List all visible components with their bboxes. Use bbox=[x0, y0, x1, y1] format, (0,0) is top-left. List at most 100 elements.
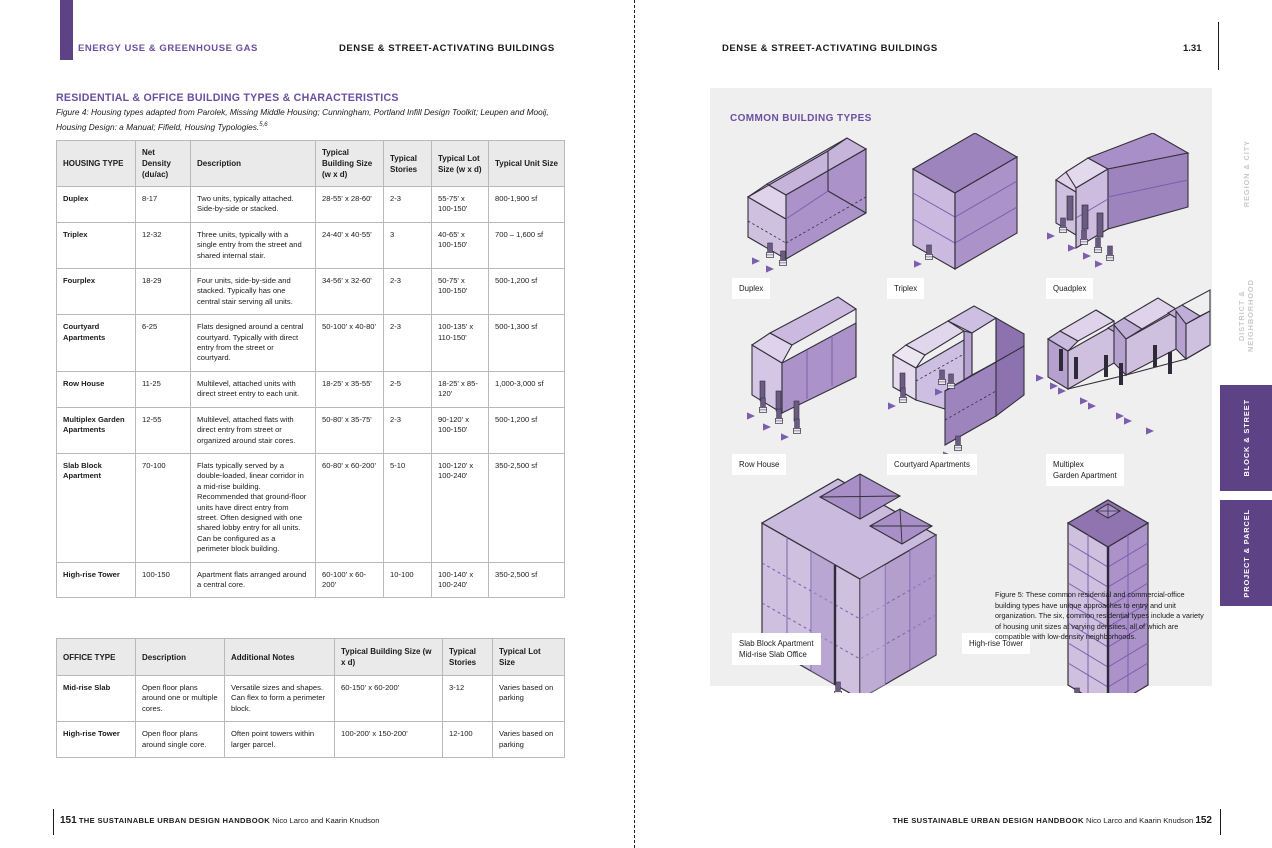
tab-region-and-city[interactable]: REGION & CITY bbox=[1220, 128, 1272, 220]
right-header-number: 1.31 bbox=[1183, 43, 1202, 54]
cell-lot_size: Varies based on parking bbox=[492, 721, 565, 759]
diagram-triplex bbox=[911, 133, 1019, 270]
cell-type: Duplex bbox=[56, 186, 136, 223]
right-footer: THE SUSTAINABLE URBAN DESIGN HANDBOOK Ni… bbox=[892, 809, 1222, 835]
cell-description: Apartment flats arranged around a centra… bbox=[190, 561, 316, 599]
cell-building_size: 28-55' x 28-60' bbox=[315, 186, 384, 223]
cell-type: Fourplex bbox=[56, 268, 136, 316]
col-description: Description bbox=[190, 140, 316, 187]
office-table-header-row: OFFICE TYPE Description Additional Notes… bbox=[56, 638, 565, 676]
cell-notes: Often point towers within larger parcel. bbox=[224, 721, 335, 759]
cell-building_size: 60-150' x 60-200' bbox=[334, 674, 443, 723]
left-footer-authors: Nico Larco and Kaarin Knudson bbox=[272, 816, 380, 825]
cell-building_size: 18-25' x 35-55' bbox=[315, 370, 384, 408]
cell-building_size: 60-100' x 60-200' bbox=[315, 561, 384, 599]
cell-unit_size: 700 – 1,600 sf bbox=[488, 221, 565, 270]
cell-density: 12-55 bbox=[135, 406, 191, 454]
left-footer-book: THE SUSTAINABLE URBAN DESIGN HANDBOOK bbox=[78, 816, 271, 825]
office-types-table: OFFICE TYPE Description Additional Notes… bbox=[56, 638, 565, 759]
tab-district-and-neighborhood[interactable]: DISTRICT & NEIGHBORHOOD bbox=[1220, 268, 1272, 364]
tab-block-and-street[interactable]: BLOCK & STREET bbox=[1220, 385, 1272, 491]
cell-density: 8-17 bbox=[135, 186, 191, 223]
cell-lot_size: 100-140' x 100-240' bbox=[431, 561, 489, 599]
housing-types-table: HOUSING TYPE Net Density (du/ac) Descrip… bbox=[56, 140, 565, 599]
cell-stories: 3 bbox=[383, 221, 432, 270]
col-office-building-size: Typical Building Size (w x d) bbox=[334, 638, 443, 676]
figure-4-caption: Figure 4: Housing types adapted from Par… bbox=[56, 106, 556, 134]
label-quadplex: Quadplex bbox=[1046, 278, 1094, 299]
cell-description: Multilevel, attached units with direct s… bbox=[190, 370, 316, 408]
col-office-lot-size: Typical Lot Size bbox=[492, 638, 565, 676]
cell-description: Open floor plans around single core. bbox=[135, 721, 225, 759]
cell-type: High-rise Tower bbox=[56, 561, 136, 599]
left-footer: 151 THE SUSTAINABLE URBAN DESIGN HANDBOO… bbox=[52, 809, 380, 835]
cell-type: High-rise Tower bbox=[56, 721, 136, 759]
right-page-number: 152 bbox=[1195, 815, 1212, 826]
diagram-courtyard-apartments bbox=[888, 305, 1025, 459]
tab-project-and-parcel[interactable]: PROJECT & PARCEL bbox=[1220, 500, 1272, 606]
label-triplex: Triplex bbox=[887, 278, 925, 299]
col-unit-size: Typical Unit Size bbox=[488, 140, 565, 187]
col-office-notes: Additional Notes bbox=[224, 638, 335, 676]
table-header-row: HOUSING TYPE Net Density (du/ac) Descrip… bbox=[56, 140, 565, 187]
cell-description: Three units, typically with a single ent… bbox=[190, 221, 316, 270]
cell-building_size: 50-100' x 40-80' bbox=[315, 314, 384, 372]
label-row-house: Row House bbox=[732, 454, 787, 475]
tab-block-and-street-label: BLOCK & STREET bbox=[1241, 399, 1251, 477]
figure-4-footnote-ref: 5,6 bbox=[259, 122, 268, 129]
cell-lot_size: 55-75' x 100-150' bbox=[431, 186, 489, 223]
cell-stories: 2-3 bbox=[383, 406, 432, 454]
cell-unit_size: 1,000-3,000 sf bbox=[488, 370, 565, 408]
cell-stories: 2-3 bbox=[383, 314, 432, 372]
cell-description: Flats designed around a central courtyar… bbox=[190, 314, 316, 372]
building-massing-diagrams bbox=[746, 133, 1211, 693]
cell-density: 100-150 bbox=[135, 561, 191, 599]
cell-type: Multiplex Garden Apartments bbox=[56, 406, 136, 454]
col-lot-size: Typical Lot Size (w x d) bbox=[431, 140, 489, 187]
col-office-description: Description bbox=[135, 638, 225, 676]
col-building-size: Typical Building Size (w x d) bbox=[315, 140, 384, 187]
cell-density: 12-32 bbox=[135, 221, 191, 270]
figure-4-caption-text: Figure 4: Housing types adapted from Par… bbox=[56, 107, 549, 132]
cell-building_size: 60-80' x 60-200' bbox=[315, 452, 384, 563]
col-office-stories: Typical Stories bbox=[442, 638, 493, 676]
cell-building_size: 24-40' x 40-55' bbox=[315, 221, 384, 270]
cell-density: 70-100 bbox=[135, 452, 191, 563]
cell-stories: 3-12 bbox=[442, 674, 493, 723]
cell-type: Mid-rise Slab bbox=[56, 674, 136, 723]
cell-unit_size: 500-1,200 sf bbox=[488, 406, 565, 454]
cell-stories: 10-100 bbox=[383, 561, 432, 599]
left-page: ENERGY USE & GREENHOUSE GAS DENSE & STRE… bbox=[0, 0, 634, 848]
right-footer-book: THE SUSTAINABLE URBAN DESIGN HANDBOOK bbox=[892, 816, 1084, 825]
cell-stories: 12-100 bbox=[442, 721, 493, 759]
cell-unit_size: 350-2,500 sf bbox=[488, 561, 565, 599]
right-header-title: DENSE & STREET-ACTIVATING BUILDINGS bbox=[722, 43, 938, 54]
tab-project-and-parcel-label: PROJECT & PARCEL bbox=[1241, 508, 1251, 598]
cell-type: Triplex bbox=[56, 221, 136, 270]
col-housing-type: HOUSING TYPE bbox=[56, 140, 136, 187]
col-net-density: Net Density (du/ac) bbox=[135, 140, 191, 187]
cell-density: 18-29 bbox=[135, 268, 191, 316]
cell-description: Flats typically served by a double-loade… bbox=[190, 452, 316, 563]
section-tabs: REGION & CITY DISTRICT & NEIGHBORHOOD BL… bbox=[1220, 0, 1272, 848]
label-courtyard-apartments: Courtyard Apartments bbox=[887, 454, 977, 475]
left-header-title: DENSE & STREET-ACTIVATING BUILDINGS bbox=[339, 43, 555, 54]
diagram-duplex bbox=[746, 137, 868, 273]
cell-stories: 2-5 bbox=[383, 370, 432, 408]
left-accent-bar bbox=[60, 0, 73, 60]
cell-stories: 5-10 bbox=[383, 452, 432, 563]
left-page-number: 151 bbox=[60, 815, 77, 826]
cell-density: 11-25 bbox=[135, 370, 191, 408]
tab-region-and-city-label: REGION & CITY bbox=[1241, 140, 1251, 208]
cell-type: Slab Block Apartment bbox=[56, 452, 136, 563]
cell-lot_size: 40-65' x 100-150' bbox=[431, 221, 489, 270]
common-building-types-panel: COMMON BUILDING TYPES bbox=[710, 88, 1212, 693]
header-rule bbox=[1218, 22, 1219, 70]
